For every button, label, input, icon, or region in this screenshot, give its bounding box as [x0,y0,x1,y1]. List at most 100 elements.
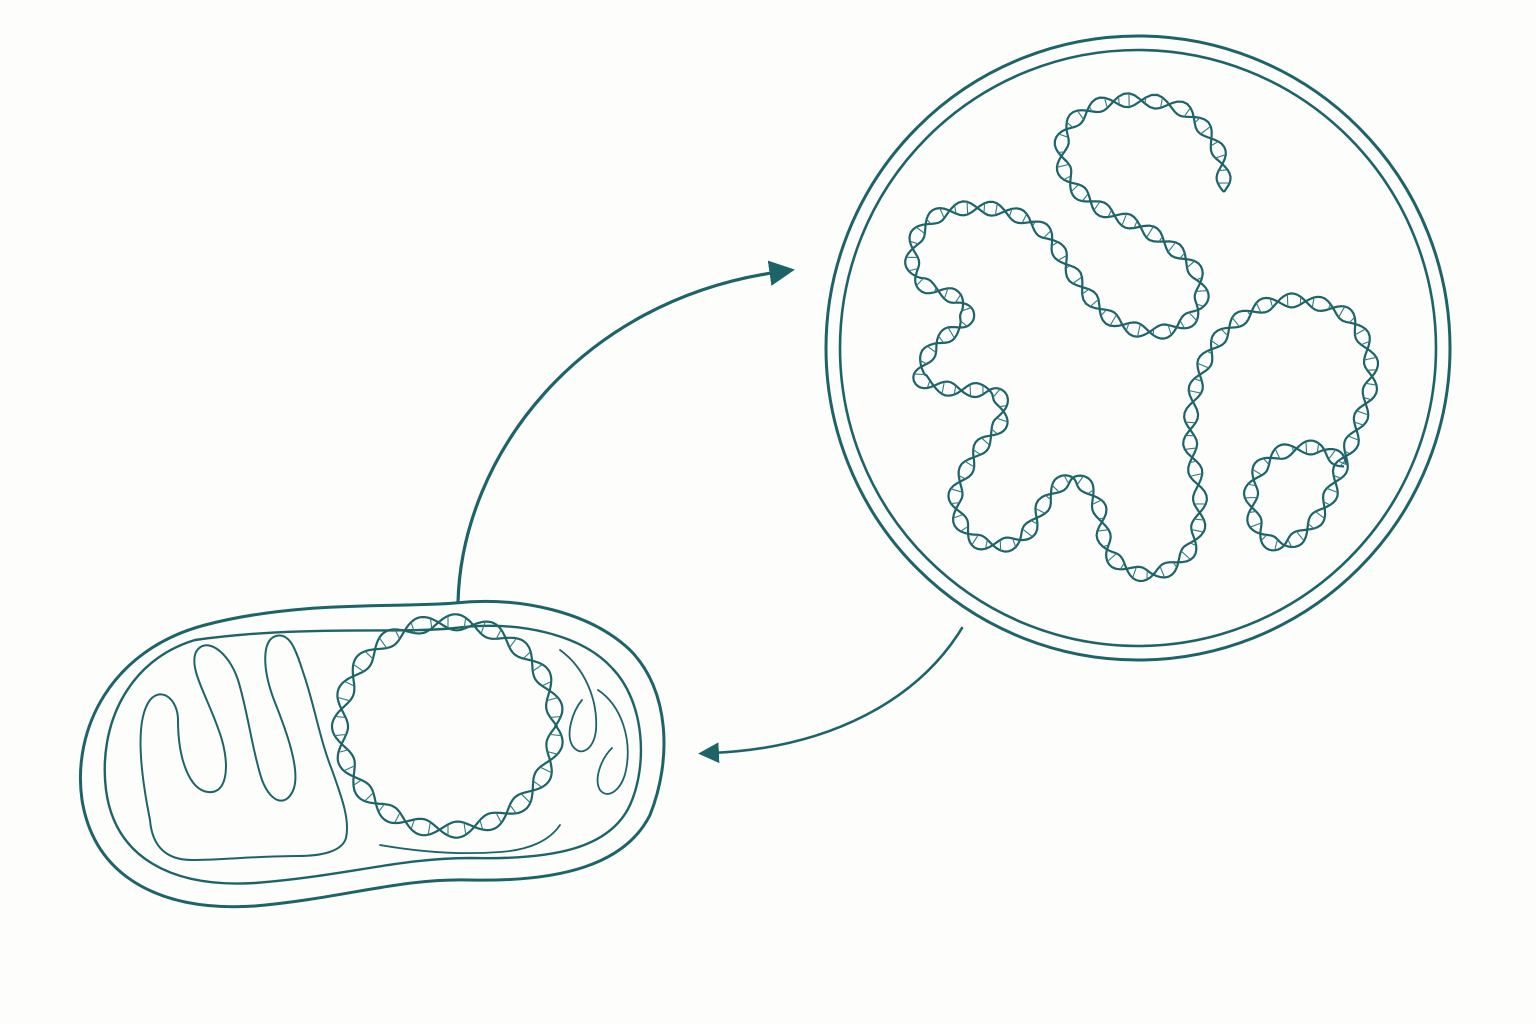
circular-mtdna-base-pair [353,779,362,786]
unwound-dna-base-pair [1291,446,1294,453]
unwound-dna-base-pair [950,502,960,505]
unwound-dna-base-pair [991,428,998,435]
unwound-dna-base-pair [1056,163,1070,168]
unwound-dna-base-pair [961,307,972,312]
unwound-dna-base-pair [1030,520,1038,525]
unwound-dna-base-pair [1189,472,1203,477]
unwound-dna-base-pair [1158,236,1163,243]
circular-mtdna-base-pair [394,812,401,824]
unwound-dna-base-pair [972,449,981,456]
unwound-dna-base-pair [1287,539,1293,548]
unwound-dna-base-pair [1188,389,1202,394]
unwound-dna-base-pair [1338,306,1346,318]
unwound-dna-base-pair [1367,369,1377,371]
circular-mtdna-base-pair [480,621,486,634]
unwound-dna-base-pair [1274,448,1281,459]
circular-mtdna-base-pair [334,733,347,737]
unwound-dna-base-pair [953,385,957,395]
unwound-dna-base-pair [1008,208,1013,217]
unwound-dna-base-pair [952,513,964,519]
unwound-dna-base-pair [939,207,945,219]
unwound-dna-base-pair [1344,450,1351,455]
unwound-dna-base-pair [1210,141,1219,147]
unwound-dna-base-pair [1252,468,1263,476]
unwound-dna-base-pair [960,320,968,327]
circular-mtdna-base-pair [344,680,355,687]
unwound-dna-base-pair [1363,356,1377,361]
circular-mtdna-base-pair [523,651,531,659]
unwound-dna-base-pair [1066,121,1074,128]
unwound-dna-base-pair [919,360,927,365]
circular-mtdna-base-pair [335,715,346,718]
unwound-dna-base-pair [1167,241,1177,253]
unwound-dna-base-pair [933,287,937,293]
mitochondrion [78,599,666,909]
circular-mtdna-base-pair [520,793,531,804]
unwound-dna-base-pair [971,534,979,546]
unwound-dna-base-pair [1185,421,1196,424]
unwound-dna-base-pair [1022,528,1033,538]
unwound-dna-base-pair [1220,328,1229,336]
unwound-dna-base-pair [1076,475,1084,486]
circular-mtdna-base-pair [378,803,385,813]
circular-mtdna-base-pair [410,819,415,830]
unwound-dna-base-pair [1327,303,1331,310]
circular-mtdna-base-pair [463,617,467,629]
unwound-dna-base-pair [1102,544,1109,548]
unwound-dna-base-pair [1195,290,1208,292]
unwound-dna-base-pair [1063,475,1070,485]
unwound-dna-base-pair [1070,184,1080,192]
unwound-dna-base-pair [1051,241,1059,247]
unwound-dna-base-pair [1333,474,1342,479]
unwound-dna-base-pair [1363,396,1372,401]
unwound-dna-base-pair [1248,510,1257,514]
unwound-dna-base-pair [1107,552,1117,562]
unwound-dna-base-pair [964,460,975,468]
unwound-dna-base-pair [1089,298,1099,307]
circular-mtdna-base-pair [546,697,558,702]
unwound-dna-base-pair [947,327,955,339]
unwound-dna-base-pair [1172,561,1178,568]
circular-mtdna-base-pair [338,749,349,753]
unwound-dna-base-pair [1121,213,1128,226]
unwound-dna-base-pair [1210,340,1220,347]
unwound-dna-base-pair [1183,107,1191,118]
circular-mtdna-strand-b [336,613,564,839]
unwound-dna-base-pair [1136,323,1141,337]
unwound-dna-base-pair [958,475,966,480]
unwound-dna-base-pair [1132,566,1138,579]
unwound-dna-base-pair [1299,296,1302,305]
unwound-dna-base-pair [966,201,969,215]
unwound-dna-base-pair [1206,350,1213,355]
unwound-dna-base-pair [1100,309,1107,317]
unwound-dna-base-pair [1072,276,1083,284]
unwound-dna-base-pair [908,267,919,272]
unwound-dna-base-pair [1191,529,1204,533]
unwound-dna-base-pair [994,203,998,216]
circular-mtdna-base-pair [410,622,416,634]
unwound-dna-base-pair [960,525,969,532]
unwound-dna-base-pair [1044,494,1052,500]
unwound-dna-base-pair [1184,447,1197,450]
unwound-dna-base-pair [1295,530,1305,542]
mitochondrion-outer-membrane [78,599,666,909]
unwound-dna-base-pair [1063,175,1072,181]
unwound-dna-base-pair [1197,362,1210,369]
unwound-dna-base-pair [1215,154,1226,159]
unwound-dna-base-pair [1315,511,1325,519]
circular-mtdna-base-pair [343,765,356,772]
unwound-dna-base-pair [1186,260,1196,269]
unwound-dna-base-pair [1200,125,1212,135]
unwound-dna-base-pair [981,437,990,446]
unwound-dna-base-pair [1057,255,1068,261]
mitochondrion-cristae-right [379,649,629,855]
unwound-dna-base-pair [992,388,1001,398]
unwound-dna-base-pair [999,405,1007,408]
unwound-dna-strand [904,92,1379,583]
unwound-dna-base-pair [1107,209,1112,218]
unwound-dna-base-pair [1231,317,1240,328]
unwound-dna-base-pair [954,205,957,214]
circular-mtdna-base-pair [495,629,502,640]
unwound-dna-base-pair [1146,226,1154,238]
